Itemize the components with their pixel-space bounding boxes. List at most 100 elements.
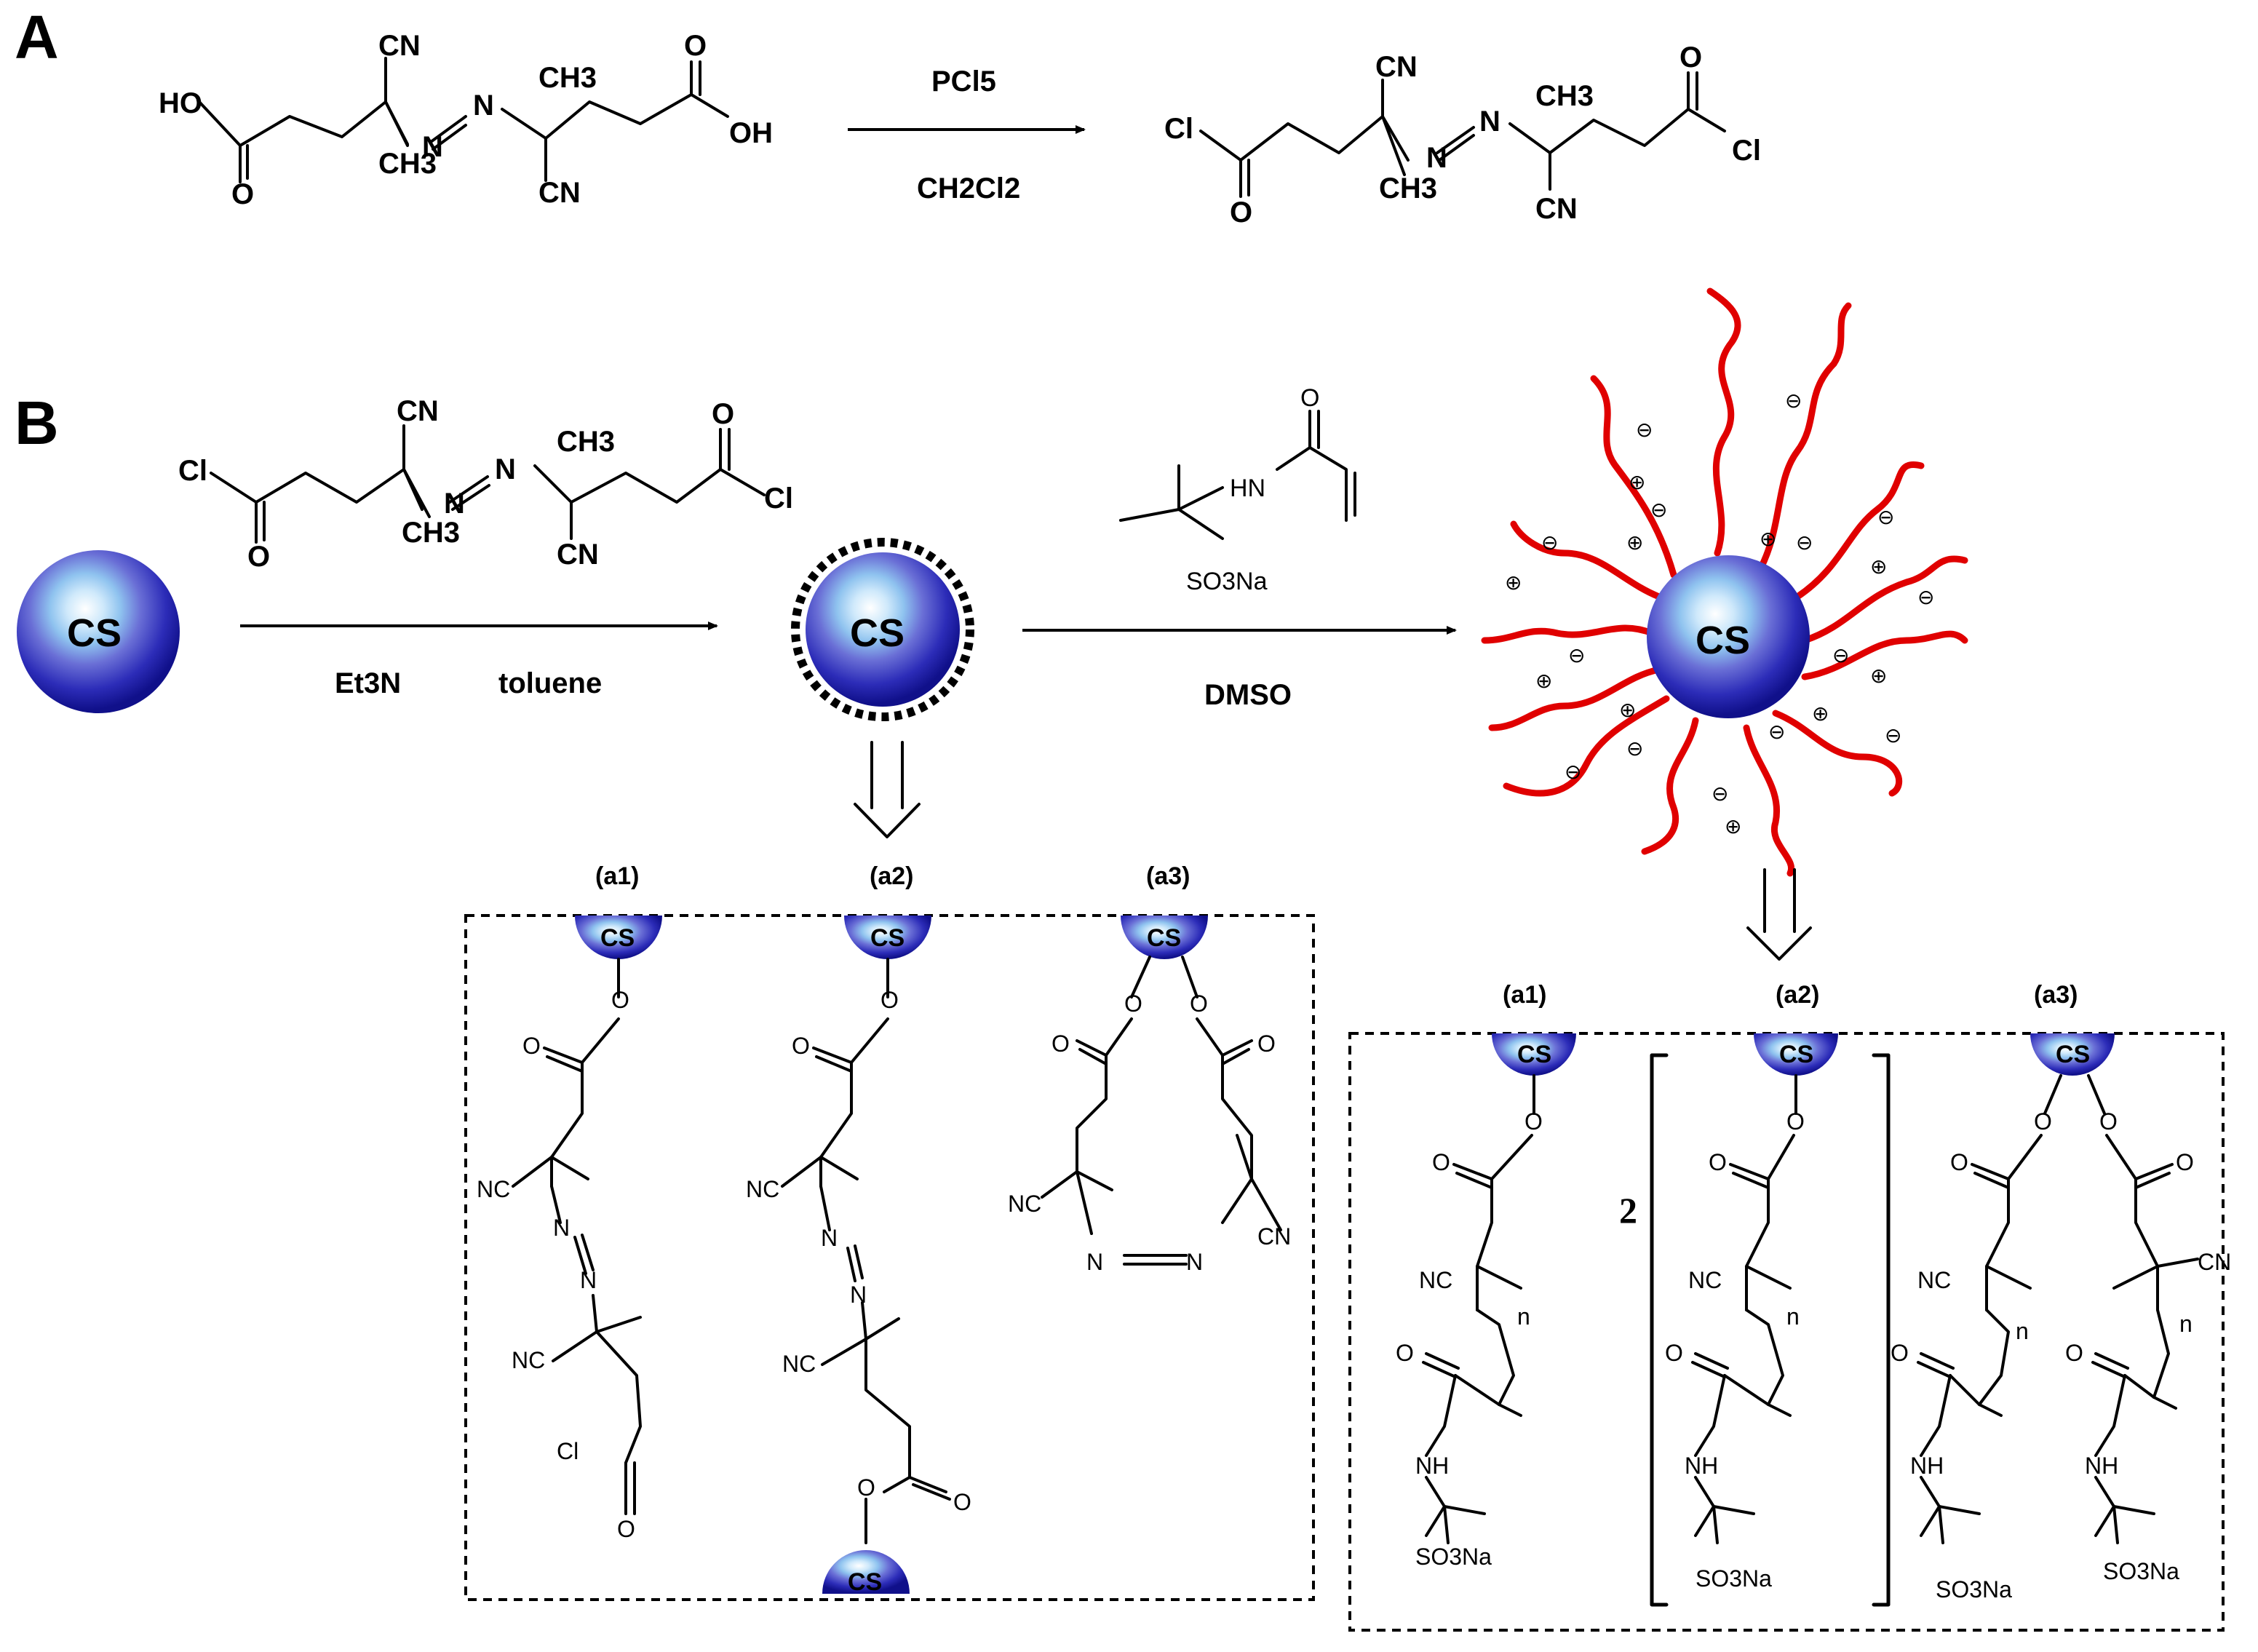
panel-label-a: A — [15, 3, 59, 71]
o-label: O — [2176, 1149, 2194, 1175]
charge-plus: ⊕ — [1725, 815, 1741, 838]
n-label: N — [1426, 142, 1447, 174]
cn-label: CN — [538, 177, 581, 209]
n-label: N — [821, 1225, 838, 1251]
so3na-label: SO3Na — [1415, 1544, 1492, 1570]
ch3-label: CH3 — [557, 426, 615, 458]
o-label: O — [1950, 1149, 1968, 1175]
structure-left-a1: CS O O NC N N NC Cl O — [477, 916, 662, 1542]
n-label: N — [553, 1215, 570, 1241]
o-label: O — [2065, 1340, 2083, 1366]
o-label: O — [953, 1489, 971, 1515]
o-label: O — [522, 1033, 541, 1059]
n-label: N — [495, 453, 516, 485]
reagent-pcl5: PCl5 — [931, 65, 996, 98]
oh-label: OH — [729, 117, 773, 149]
o-label: O — [684, 30, 707, 62]
ch3-label: CH3 — [378, 148, 437, 180]
o-label: O — [1300, 384, 1319, 412]
charge-plus: ⊕ — [1870, 664, 1887, 687]
cs-label: CS — [1779, 1041, 1813, 1068]
charge-plus: ⊕ — [1626, 531, 1643, 554]
product-diacyl-chloride: CN Cl O CH3 N N CH3 CN O Cl — [1164, 41, 1761, 229]
ch3-label: CH3 — [1379, 172, 1437, 204]
o-label: O — [2034, 1108, 2052, 1135]
chitosan-sphere-initiator: CS — [791, 538, 974, 721]
multiplier-label: 2 — [1619, 1190, 1637, 1231]
solvent-toluene: toluene — [498, 667, 602, 699]
cs-label: CS — [848, 1568, 882, 1596]
structure-right-a1: CS O O NC n O NH SO3Na — [1396, 1033, 1576, 1570]
label-a3: (a3) — [2034, 981, 2078, 1009]
n-label: N — [422, 131, 443, 163]
charge-plus: ⊕ — [1760, 528, 1776, 550]
ch3-label: CH3 — [402, 517, 460, 549]
o-label: O — [1257, 1030, 1276, 1057]
nc-label: NC — [746, 1176, 779, 1202]
cn-label: CN — [378, 30, 421, 62]
so3na-label: SO3Na — [1696, 1565, 1772, 1592]
charge-minus: ⊖ — [1877, 506, 1894, 528]
cs-label: CS — [2056, 1041, 2090, 1068]
base-et3n: Et3N — [335, 667, 401, 699]
charge-minus: ⊖ — [1626, 737, 1643, 760]
n-label: N — [473, 90, 494, 122]
structure-left-a2: CS O O NC N N NC O O CS — [746, 916, 971, 1596]
o-label: O — [611, 987, 629, 1013]
down-arrow-left — [854, 741, 921, 838]
cs-label: CS — [870, 924, 905, 952]
reactant-diacid: CN HO O CH3 N N CH3 CN O OH — [159, 30, 773, 210]
o-label: O — [1432, 1149, 1450, 1175]
nc-label: NC — [477, 1176, 510, 1202]
cn-label: CN — [557, 539, 599, 571]
label-a2: (a2) — [1776, 981, 1819, 1009]
cn-label: CN — [1257, 1223, 1291, 1250]
o-label: O — [880, 987, 899, 1013]
o-label: O — [857, 1474, 875, 1501]
nc-label: NC — [1688, 1267, 1722, 1293]
n-label: N — [444, 488, 465, 520]
so3na-label: SO3Na — [1186, 568, 1268, 595]
charge-minus: ⊖ — [1650, 499, 1667, 521]
cs-label: CS — [1147, 924, 1181, 952]
o-label: O — [1230, 196, 1252, 229]
cs-label: CS — [1696, 619, 1750, 662]
o-label: O — [2099, 1108, 2118, 1135]
o-label: O — [1052, 1030, 1070, 1057]
n-label: N — [580, 1267, 597, 1293]
label-a1: (a1) — [1503, 981, 1546, 1009]
o-label: O — [1786, 1108, 1805, 1135]
o-label: O — [1124, 990, 1142, 1017]
solvent-ch2cl2: CH2Cl2 — [917, 172, 1020, 204]
charge-minus: ⊖ — [1712, 782, 1728, 805]
charge-minus: ⊖ — [1885, 724, 1901, 747]
nc-label: NC — [782, 1351, 816, 1377]
chitosan-sphere-start: CS — [17, 550, 180, 713]
o-label: O — [712, 398, 734, 430]
nh-label: HN — [1230, 474, 1265, 502]
o-label: O — [247, 541, 270, 573]
cl-label: Cl — [764, 483, 793, 515]
o-label: O — [231, 178, 254, 210]
box-left — [464, 914, 1315, 1601]
cl-label: Cl — [1732, 135, 1761, 167]
n-label: N — [1186, 1249, 1203, 1275]
charge-plus: ⊕ — [1535, 670, 1552, 692]
o-label: O — [1891, 1340, 1909, 1366]
n-label: N — [1479, 106, 1500, 138]
so3na-label: SO3Na — [2103, 1558, 2179, 1584]
charge-plus: ⊕ — [1812, 702, 1829, 725]
charge-minus: ⊖ — [1541, 531, 1558, 554]
solvent-dmso: DMSO — [1204, 679, 1292, 711]
label-a1: (a1) — [595, 862, 639, 890]
cs-label: CS — [850, 611, 905, 655]
cn-label: CN — [2198, 1249, 2231, 1275]
structure-right-a3: CS O O O O NC CN n n — [1891, 1033, 2231, 1603]
o-label: O — [1396, 1340, 1414, 1366]
ch3-label: CH3 — [538, 62, 597, 94]
o-label: O — [617, 1516, 635, 1542]
n-subscript: n — [1517, 1303, 1530, 1330]
cs-label: CS — [67, 611, 122, 655]
nc-label: NC — [512, 1347, 545, 1373]
